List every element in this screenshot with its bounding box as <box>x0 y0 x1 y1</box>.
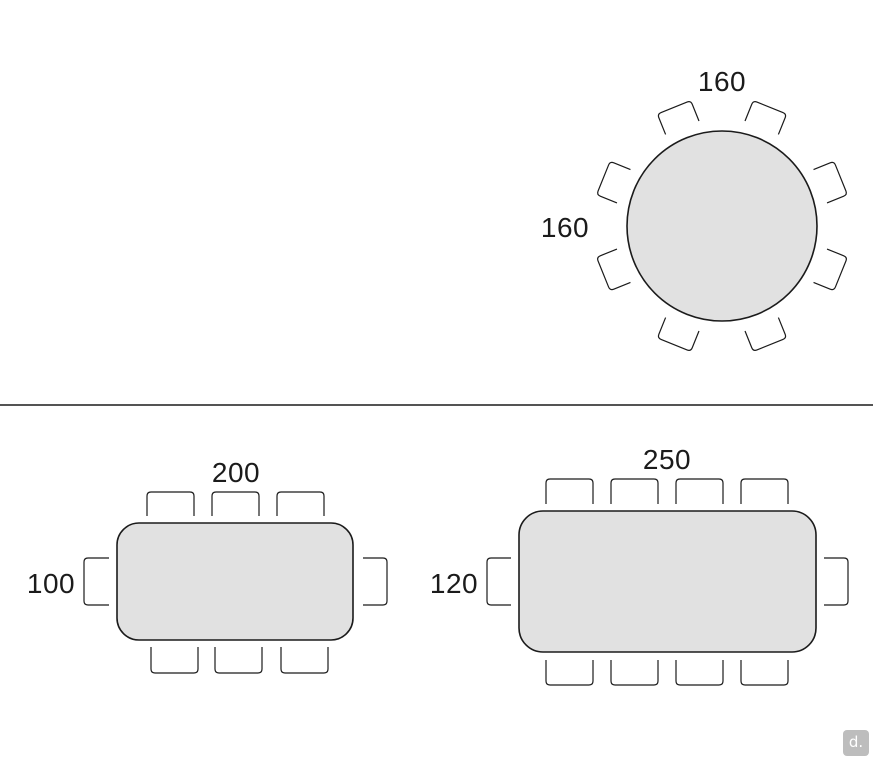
round-chair <box>744 317 787 351</box>
round-chair <box>813 248 847 291</box>
rect-large-chair-right <box>824 557 849 606</box>
round-chair <box>597 248 631 291</box>
brand-logo: d. <box>843 730 869 756</box>
rect-large-chair-top <box>610 478 659 504</box>
rect-small-chair-bottom <box>150 647 199 674</box>
round-table-group: 160 160 <box>541 66 847 351</box>
round-table-diameter-label: 160 <box>698 66 746 97</box>
round-table-top <box>626 130 818 322</box>
rect-small-chair-left <box>83 557 109 606</box>
round-chair <box>744 101 787 135</box>
rect-large-chair-bottom <box>545 660 594 686</box>
rect-small-chair-top <box>276 491 325 516</box>
rect-large-chair-top <box>675 478 724 504</box>
rect-small-chair-bottom <box>280 647 329 674</box>
rect-small-chair-right <box>363 557 388 606</box>
rect-large-chair-top <box>545 478 594 504</box>
rect-table-small-group: 200 100 <box>27 457 388 674</box>
round-chair <box>597 161 631 204</box>
rect-large-table-top <box>518 510 817 653</box>
round-chair <box>657 101 700 135</box>
rect-small-chair-top <box>211 491 260 516</box>
rect-small-chair-bottom <box>214 647 263 674</box>
rect-table-large-group: 250 120 <box>430 444 849 686</box>
round-chair <box>657 317 700 351</box>
rect-large-chair-bottom <box>675 660 724 686</box>
rect-small-length-label: 200 <box>212 457 260 488</box>
rect-small-chair-top <box>146 491 195 516</box>
round-table-depth-label: 160 <box>541 212 589 243</box>
rect-small-width-label: 100 <box>27 568 75 599</box>
rect-small-table-top <box>116 522 354 641</box>
rect-large-chair-top <box>740 478 789 504</box>
round-chair <box>813 161 847 204</box>
round-table-chairs <box>597 101 847 351</box>
rect-large-length-label: 250 <box>643 444 691 475</box>
rect-large-chair-left <box>486 557 511 606</box>
rect-large-chair-bottom <box>610 660 659 686</box>
rect-large-chair-bottom <box>740 660 789 686</box>
rect-large-width-label: 120 <box>430 568 478 599</box>
